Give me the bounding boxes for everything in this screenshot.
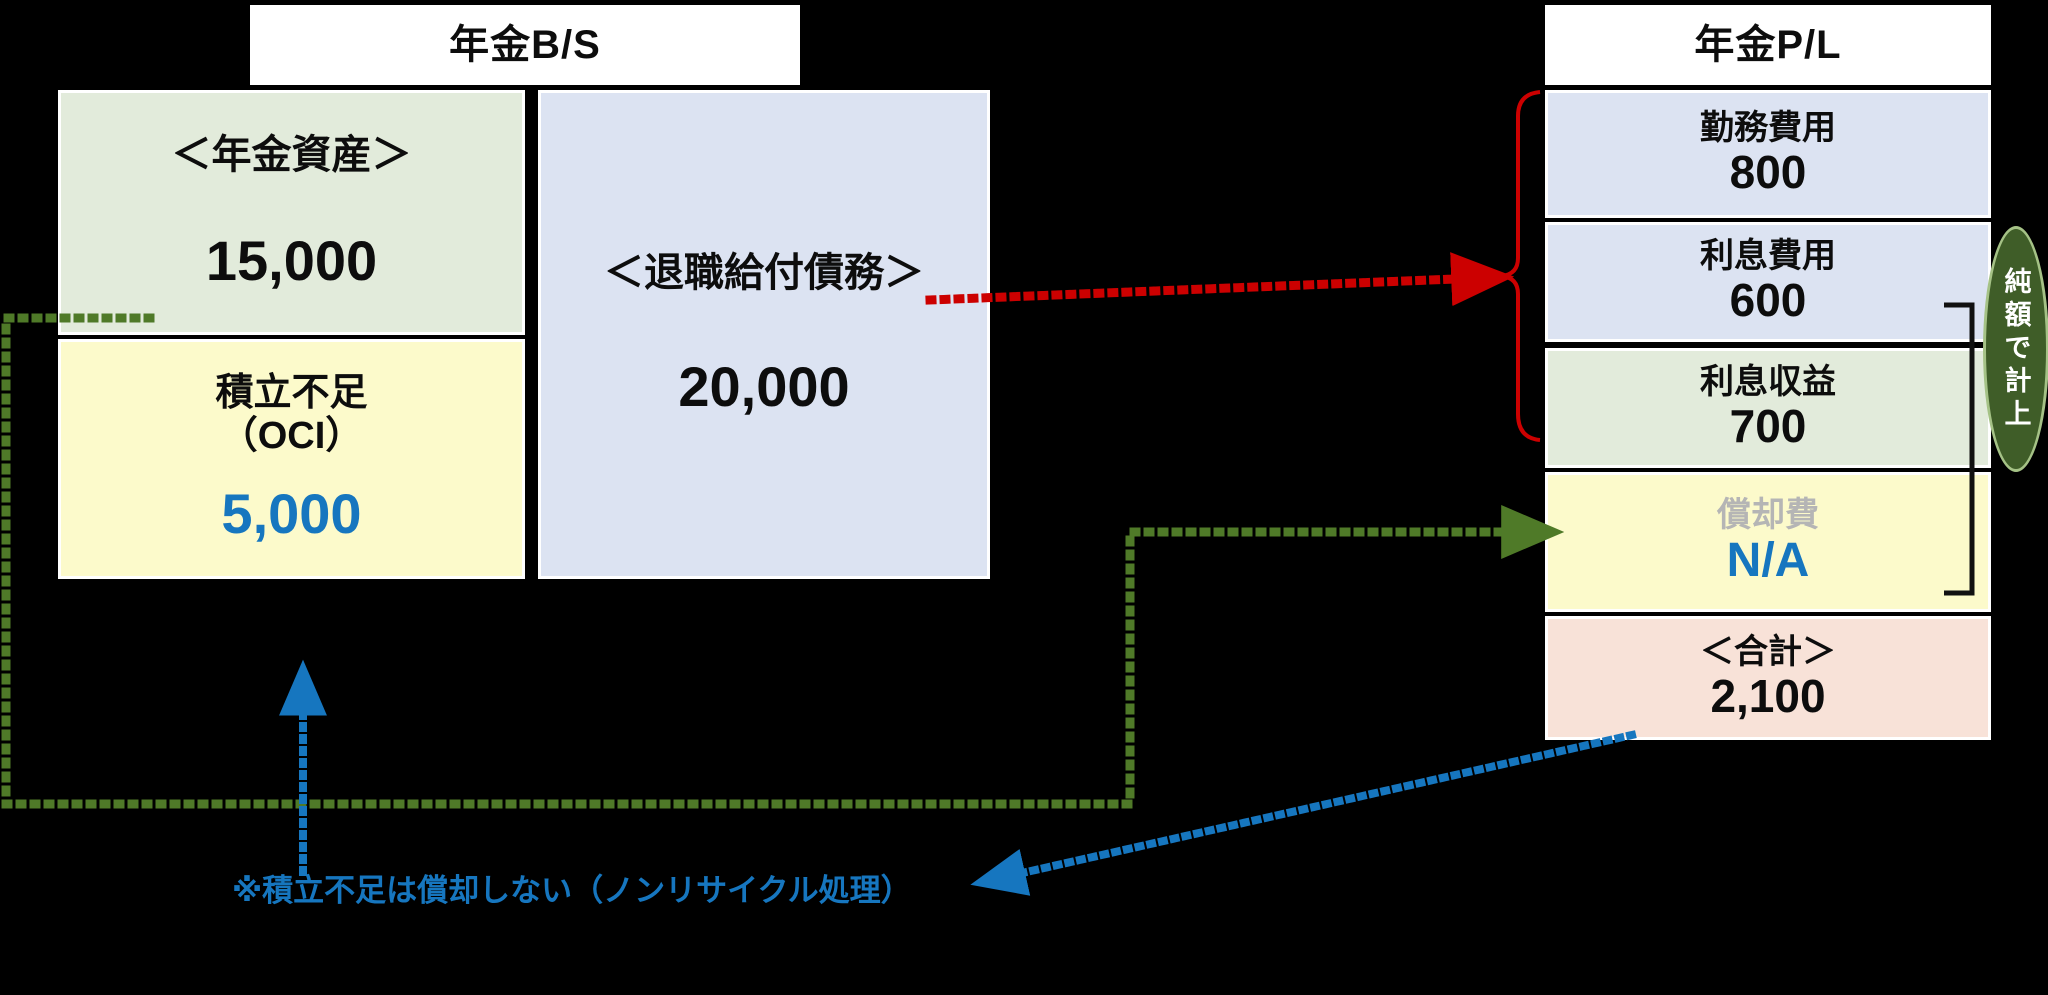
red-brace-service-interest-cost (1501, 90, 1541, 442)
funding-shortfall-value: 5,000 (221, 482, 362, 546)
pl-row-amortization-value: N/A (1726, 534, 1810, 588)
pl-row-service-cost-label: 勤務費用 (1700, 109, 1836, 148)
funding-shortfall-box: 積立不足 （OCI） 5,000 (58, 339, 525, 579)
funding-shortfall-label-2: （OCI） (219, 414, 364, 457)
pl-panel-title-text: 年金P/L (1694, 22, 1842, 67)
red-dotted-arrow-obligation-to-costs (925, 252, 1515, 307)
benefit-obligation-value: 20,000 (678, 354, 850, 418)
pension-asset-label: ＜年金資産＞ (171, 132, 412, 177)
footnote-text: ※積立不足は償却しない（ノンリサイクル処理） (232, 873, 912, 908)
benefit-obligation-label: ＜退職給付債務＞ (604, 250, 924, 295)
pl-row-interest-income: 利息収益 700 (1545, 348, 1991, 468)
pl-row-amortization-label: 償却費 (1717, 496, 1819, 535)
bs-panel-title-text: 年金B/S (449, 22, 601, 67)
net-presentation-callout-text: 純額で計上 (2000, 266, 2031, 432)
pension-asset-value: 15,000 (205, 228, 378, 292)
pl-row-interest-cost: 利息費用 600 (1545, 222, 1991, 342)
benefit-obligation-box: ＜退職給付債務＞ 20,000 (538, 90, 990, 579)
pl-row-service-cost: 勤務費用 800 (1545, 90, 1991, 218)
net-presentation-callout-oval: 純額で計上 (1983, 226, 2048, 472)
pl-row-interest-income-value: 700 (1729, 400, 1807, 453)
pl-row-interest-cost-label: 利息費用 (1700, 237, 1836, 276)
bs-panel-title: 年金B/S (250, 5, 800, 85)
pl-row-total-value: 2,100 (1710, 670, 1826, 723)
pl-row-interest-income-label: 利息収益 (1700, 363, 1836, 402)
pl-panel-title: 年金P/L (1545, 5, 1991, 85)
pl-row-interest-cost-value: 600 (1729, 274, 1807, 327)
pension-asset-box: ＜年金資産＞ 15,000 (58, 90, 525, 335)
funding-shortfall-label-1: 積立不足 (215, 372, 368, 415)
pl-row-service-cost-value: 800 (1729, 146, 1807, 199)
pl-row-total: ＜合計＞ 2,100 (1545, 616, 1991, 740)
pl-row-total-label: ＜合計＞ (1700, 633, 1836, 672)
blue-dotted-arrow-amortization-note (970, 730, 1637, 896)
pl-row-amortization: 償却費 N/A (1545, 472, 1991, 612)
